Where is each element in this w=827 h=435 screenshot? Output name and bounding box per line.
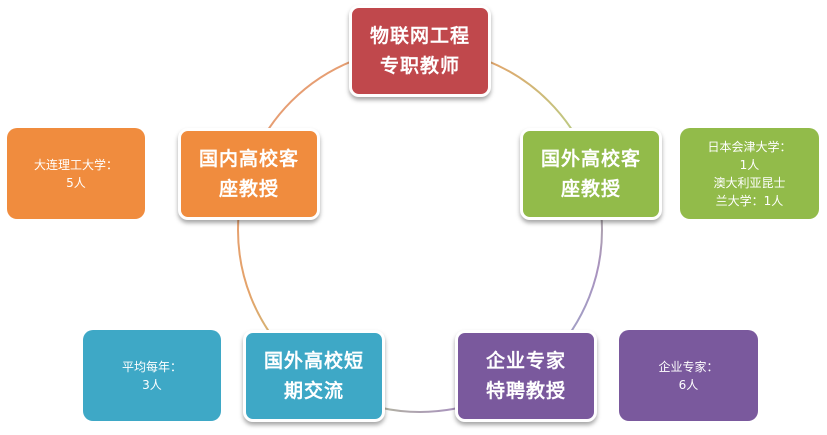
node-fulltime-teachers: 物联网工程 专职教师	[349, 5, 491, 97]
note-exchange: 平均每年： 3人	[83, 330, 221, 421]
note-domestic: 大连理工大学： 5人	[7, 128, 145, 219]
note-foreign: 日本会津大学： 1人 澳大利亚昆士 兰大学：1人	[680, 128, 819, 219]
node-domestic-visiting-professors: 国内高校客 座教授	[178, 128, 320, 220]
node-enterprise-professors: 企业专家 特聘教授	[455, 330, 597, 422]
node-foreign-short-exchange: 国外高校短 期交流	[243, 330, 385, 422]
note-enterprise: 企业专家： 6人	[619, 330, 758, 421]
node-foreign-visiting-professors: 国外高校客 座教授	[520, 128, 662, 220]
